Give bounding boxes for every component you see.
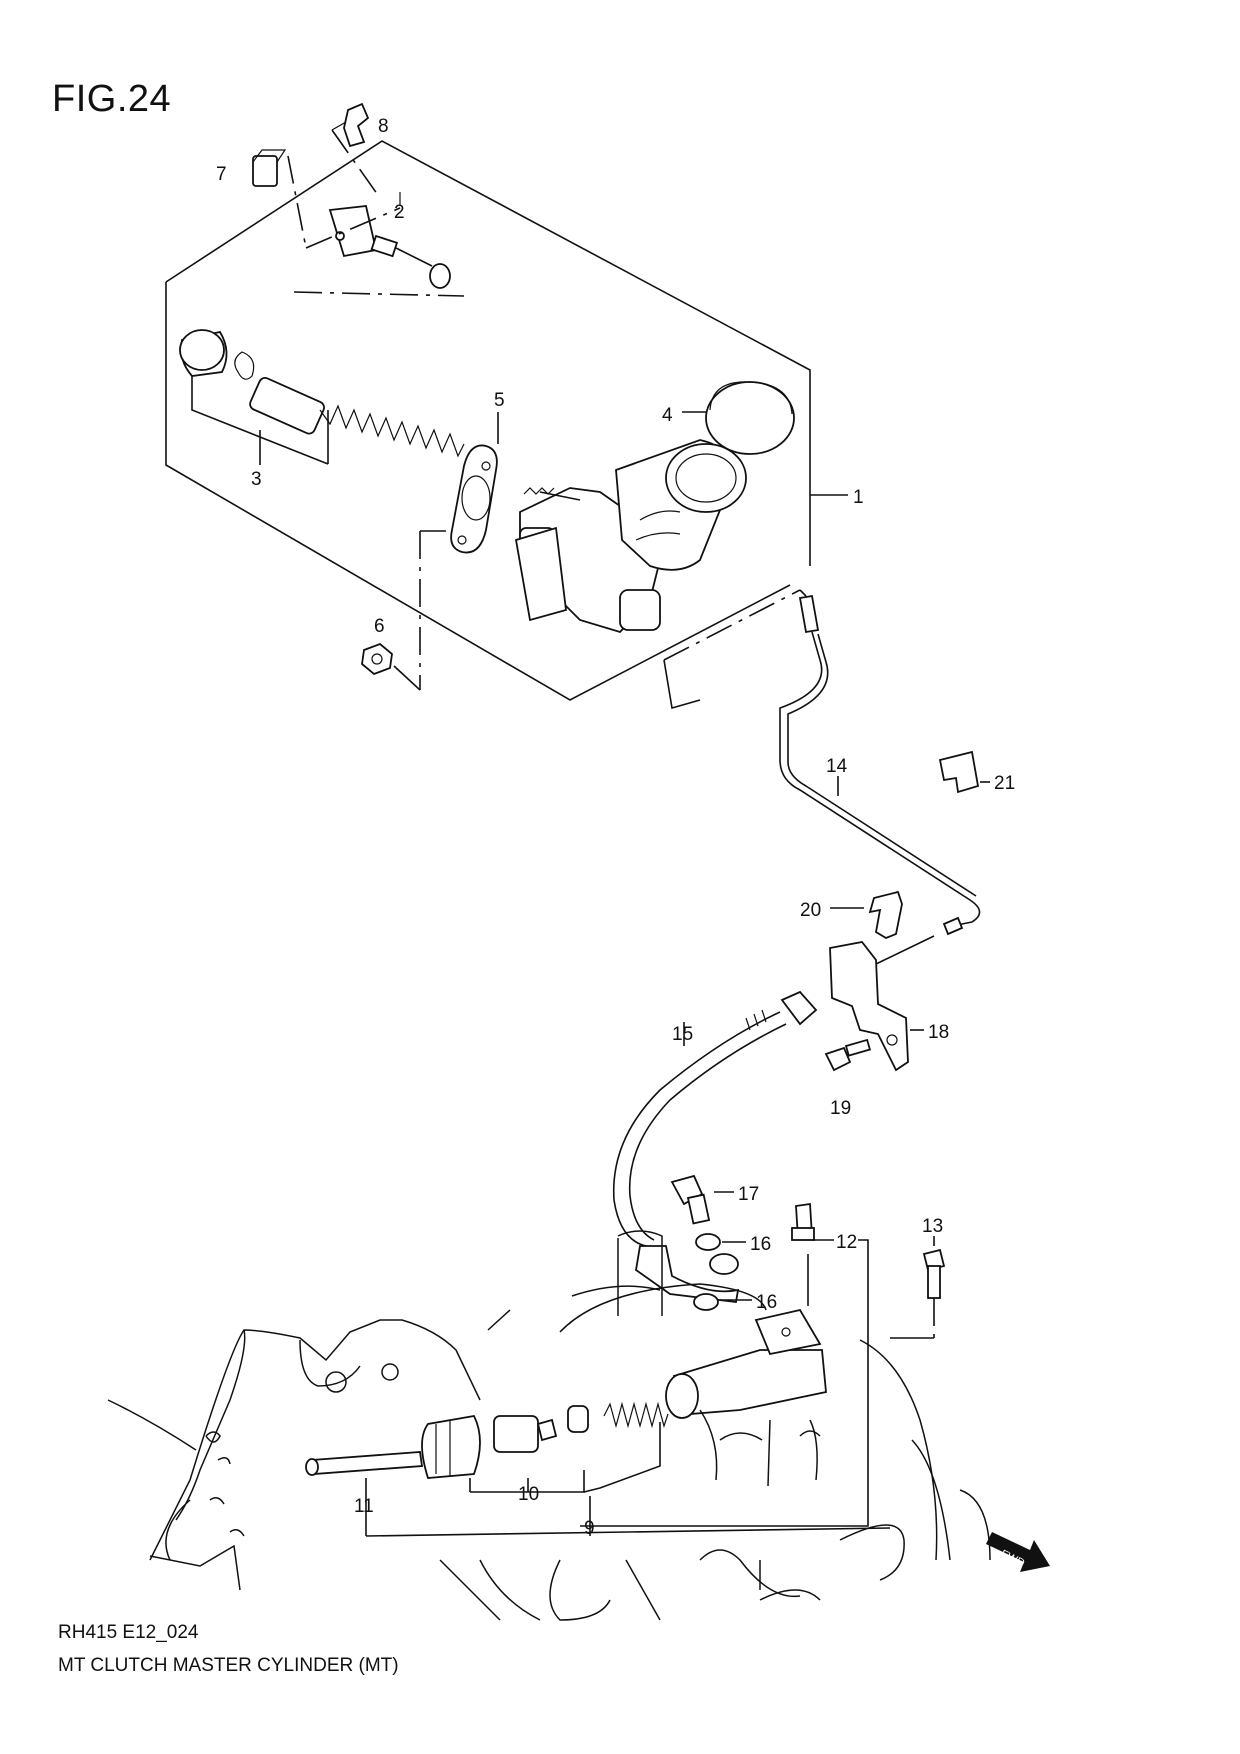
callout-21: 21 xyxy=(994,773,1015,794)
callout-2: 2 xyxy=(394,202,405,223)
callout-9: 9 xyxy=(584,1518,595,1539)
release-cylinder-group xyxy=(305,1308,891,1537)
diagram-caption: MT CLUTCH MASTER CYLINDER (MT) xyxy=(58,1655,399,1676)
reservoir-cap xyxy=(682,381,795,455)
callout-20: 20 xyxy=(800,900,821,921)
diagram-code: RH415 E12_024 xyxy=(58,1622,199,1643)
pipe-part xyxy=(663,589,981,936)
figure-title: FIG.24 xyxy=(52,78,172,120)
callout-12: 12 xyxy=(836,1232,857,1253)
callout-19: 19 xyxy=(830,1098,851,1119)
clip-21 xyxy=(938,750,990,794)
callout-14: 14 xyxy=(826,756,848,777)
master-cylinder-body xyxy=(514,439,747,634)
callout-3: 3 xyxy=(251,469,262,490)
bleeder-bolt-group xyxy=(580,1202,946,1527)
callout-1: 1 xyxy=(853,487,864,508)
nut-part xyxy=(361,530,446,691)
callout-6: 6 xyxy=(374,616,385,637)
callout-15: 15 xyxy=(672,1024,693,1045)
gasket-part xyxy=(450,412,499,554)
repair-kit-group xyxy=(179,329,465,465)
callout-labels: 1 2 3 4 5 6 7 8 9 10 11 12 13 14 15 16 1… xyxy=(216,116,1015,1539)
hose-part xyxy=(612,990,818,1303)
callout-16b: 16 xyxy=(756,1292,777,1313)
callout-16a: 16 xyxy=(750,1234,771,1255)
callout-7: 7 xyxy=(216,164,227,185)
master-cylinder-assembly-outline xyxy=(165,140,848,701)
bracket-18 xyxy=(824,935,935,1072)
transmission-housing-sketch xyxy=(107,1230,991,1621)
clip-20 xyxy=(830,890,903,940)
callout-4: 4 xyxy=(662,405,673,426)
callout-8: 8 xyxy=(378,116,389,137)
callout-10: 10 xyxy=(518,1484,539,1505)
fwd-arrow-badge: FWD xyxy=(986,1532,1050,1572)
callout-18: 18 xyxy=(928,1022,949,1043)
callout-13: 13 xyxy=(922,1216,943,1237)
union-bolt-group xyxy=(670,1174,752,1311)
callout-5: 5 xyxy=(494,390,505,411)
callout-11: 11 xyxy=(354,1496,374,1517)
push-rod-group xyxy=(252,102,465,297)
callout-17: 17 xyxy=(738,1184,759,1205)
